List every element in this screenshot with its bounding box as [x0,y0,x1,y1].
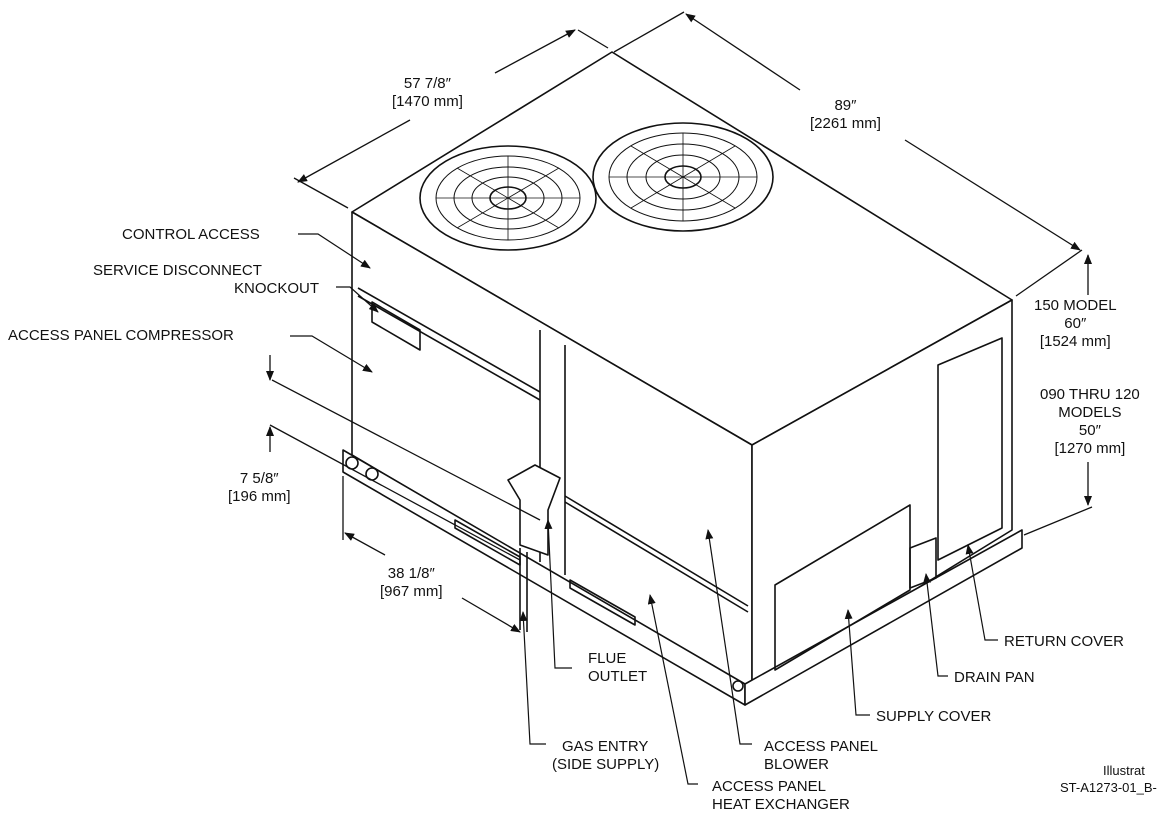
illustration-number: ST-A1273-01_B- [1060,780,1157,795]
dim-height-150-in: 60″ [1064,315,1087,332]
dim-base-height-in: 7 5/8″ [239,470,279,487]
dim-height-090: 090 THRU 120 MODELS 50″ [1270 mm] [1040,386,1140,458]
label-gas-entry-2: (SIDE SUPPLY) [552,756,660,773]
label-control-access: CONTROL ACCESS [122,226,260,243]
dim-width-ext [1015,249,1083,297]
dim-height-ext [1023,506,1093,536]
dim-width-mm: [2261 mm] [810,115,881,132]
leader-service-disconnect [336,286,379,313]
dim-depth-ext-1 [293,177,349,209]
dim-depth-mm: [1470 mm] [392,93,463,110]
dim-base-height: 7 5/8″ [196 mm] [228,470,291,506]
rail-knockout-3 [732,680,744,692]
leader-access-panel-heat-exchanger [647,594,698,785]
label-access-panel-blower-2: BLOWER [764,756,830,773]
label-service-disconnect-2: KNOCKOUT [234,280,320,297]
return-cover-panel [937,337,1003,561]
dim-width-line-a [685,13,801,91]
dim-offset-line-b [461,597,521,633]
label-access-panel-heat-exchanger-1: ACCESS PANEL [712,778,826,795]
panel-seam-3 [564,495,749,607]
label-access-panel-heat-exchanger-2: HEAT EXCHANGER [712,796,850,813]
dim-width-ext-2 [613,11,685,53]
supply-cover-panel [774,504,911,671]
dim-height-090-models-2: MODELS [1058,404,1122,421]
label-flue-outlet-2: OUTLET [588,668,648,685]
dim-offset: 38 1/8″ [967 mm] [380,565,443,601]
dim-depth-ext-2 [577,29,609,49]
dim-height-150-model: 150 MODEL [1034,297,1117,314]
service-disconnect-knockout [371,301,421,351]
leader-access-panel-compressor [290,335,373,373]
dim-depth-line-b [494,29,576,74]
dim-height-090-in: 50″ [1078,422,1101,439]
dim-depth-line-a [297,119,411,183]
rail-slot-2 [569,579,636,626]
dim-height-150-mm: [1524 mm] [1039,333,1111,350]
dim-height-150: 150 MODEL 60″ [1524 mm] [1034,297,1117,351]
dim-offset-line-a [344,532,386,556]
leader-return-cover [965,544,998,641]
dim-depth: 57 7/8″ [1470 mm] [392,75,463,111]
dim-depth-in: 57 7/8″ [403,75,451,92]
label-flue-outlet-1: FLUE [588,650,627,667]
leader-flue-outlet [544,519,572,669]
label-access-panel-blower-1: ACCESS PANEL [764,738,878,755]
leader-gas-entry [519,611,546,745]
dim-offset-mm: [967 mm] [380,583,443,600]
dim-height-090-models-1: 090 THRU 120 [1040,386,1140,403]
dim-width-in: 89″ [834,97,857,114]
dim-width: 89″ [2261 mm] [810,97,881,133]
label-service-disconnect-1: SERVICE DISCONNECT [93,262,262,279]
label-supply-cover: SUPPLY COVER [876,708,992,725]
dim-offset-in: 38 1/8″ [387,565,435,582]
dim-width-line-b [904,139,1081,251]
illustration-caption: Illustrat [1103,763,1145,778]
panel-seam-1 [357,287,541,393]
leader-access-panel-blower [705,529,752,745]
label-gas-entry-1: GAS ENTRY [562,738,649,755]
dim-base-ext-2 [271,379,541,521]
label-access-panel-compressor: ACCESS PANEL COMPRESSOR [8,327,234,344]
dim-height-090-mm: [1270 mm] [1054,440,1126,457]
leader-supply-cover [844,609,870,716]
dim-base-ext-1 [269,424,521,561]
unit-right-face [751,299,1013,691]
panel-seam-2 [357,295,541,401]
dim-base-height-mm: [196 mm] [228,488,291,505]
label-return-cover: RETURN COVER [1004,633,1125,650]
leader-drain-pan [923,573,948,677]
leader-control-access [298,233,371,269]
drain-pan-fitting [909,537,937,589]
label-drain-pan: DRAIN PAN [954,669,1035,686]
